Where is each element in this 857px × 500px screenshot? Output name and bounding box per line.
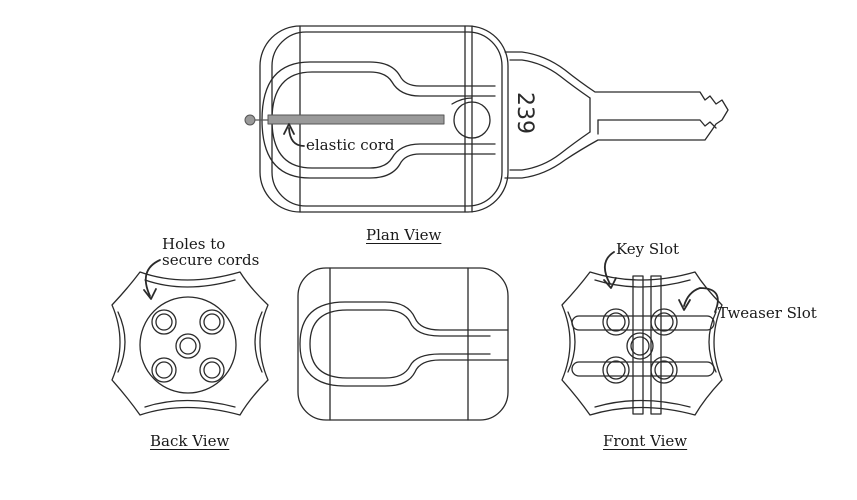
plan-body-outline [259,25,509,213]
key-illustration [504,51,729,179]
back-body-outline [111,271,269,416]
cord-end-knot [244,114,256,126]
front-view-caption: Front View [603,432,688,450]
back-view-caption: Back View [150,432,230,450]
elastic-cord-label: elastic cord [306,136,395,154]
holes-label-line2: secure cords [162,251,260,269]
key-slot-left [632,275,644,415]
elastic-cord [267,114,445,125]
front-body-outline [561,271,723,416]
back-view-drawing [111,259,269,416]
front-view-drawing [561,251,723,416]
key-number-stamp: 239 [512,92,537,134]
key-slot-right [650,275,662,415]
front-holes [602,308,678,384]
tweaser-slot-label: Tweaser Slot [718,304,817,322]
plan-view-caption: Plan View [366,226,442,244]
cord-holes [151,309,225,383]
holes-label-line1: Holes to [162,235,226,253]
side-body-outline [297,267,509,421]
side-view-drawing [297,267,509,421]
key-slot-label: Key Slot [616,240,680,258]
plan-view-drawing [244,25,729,213]
